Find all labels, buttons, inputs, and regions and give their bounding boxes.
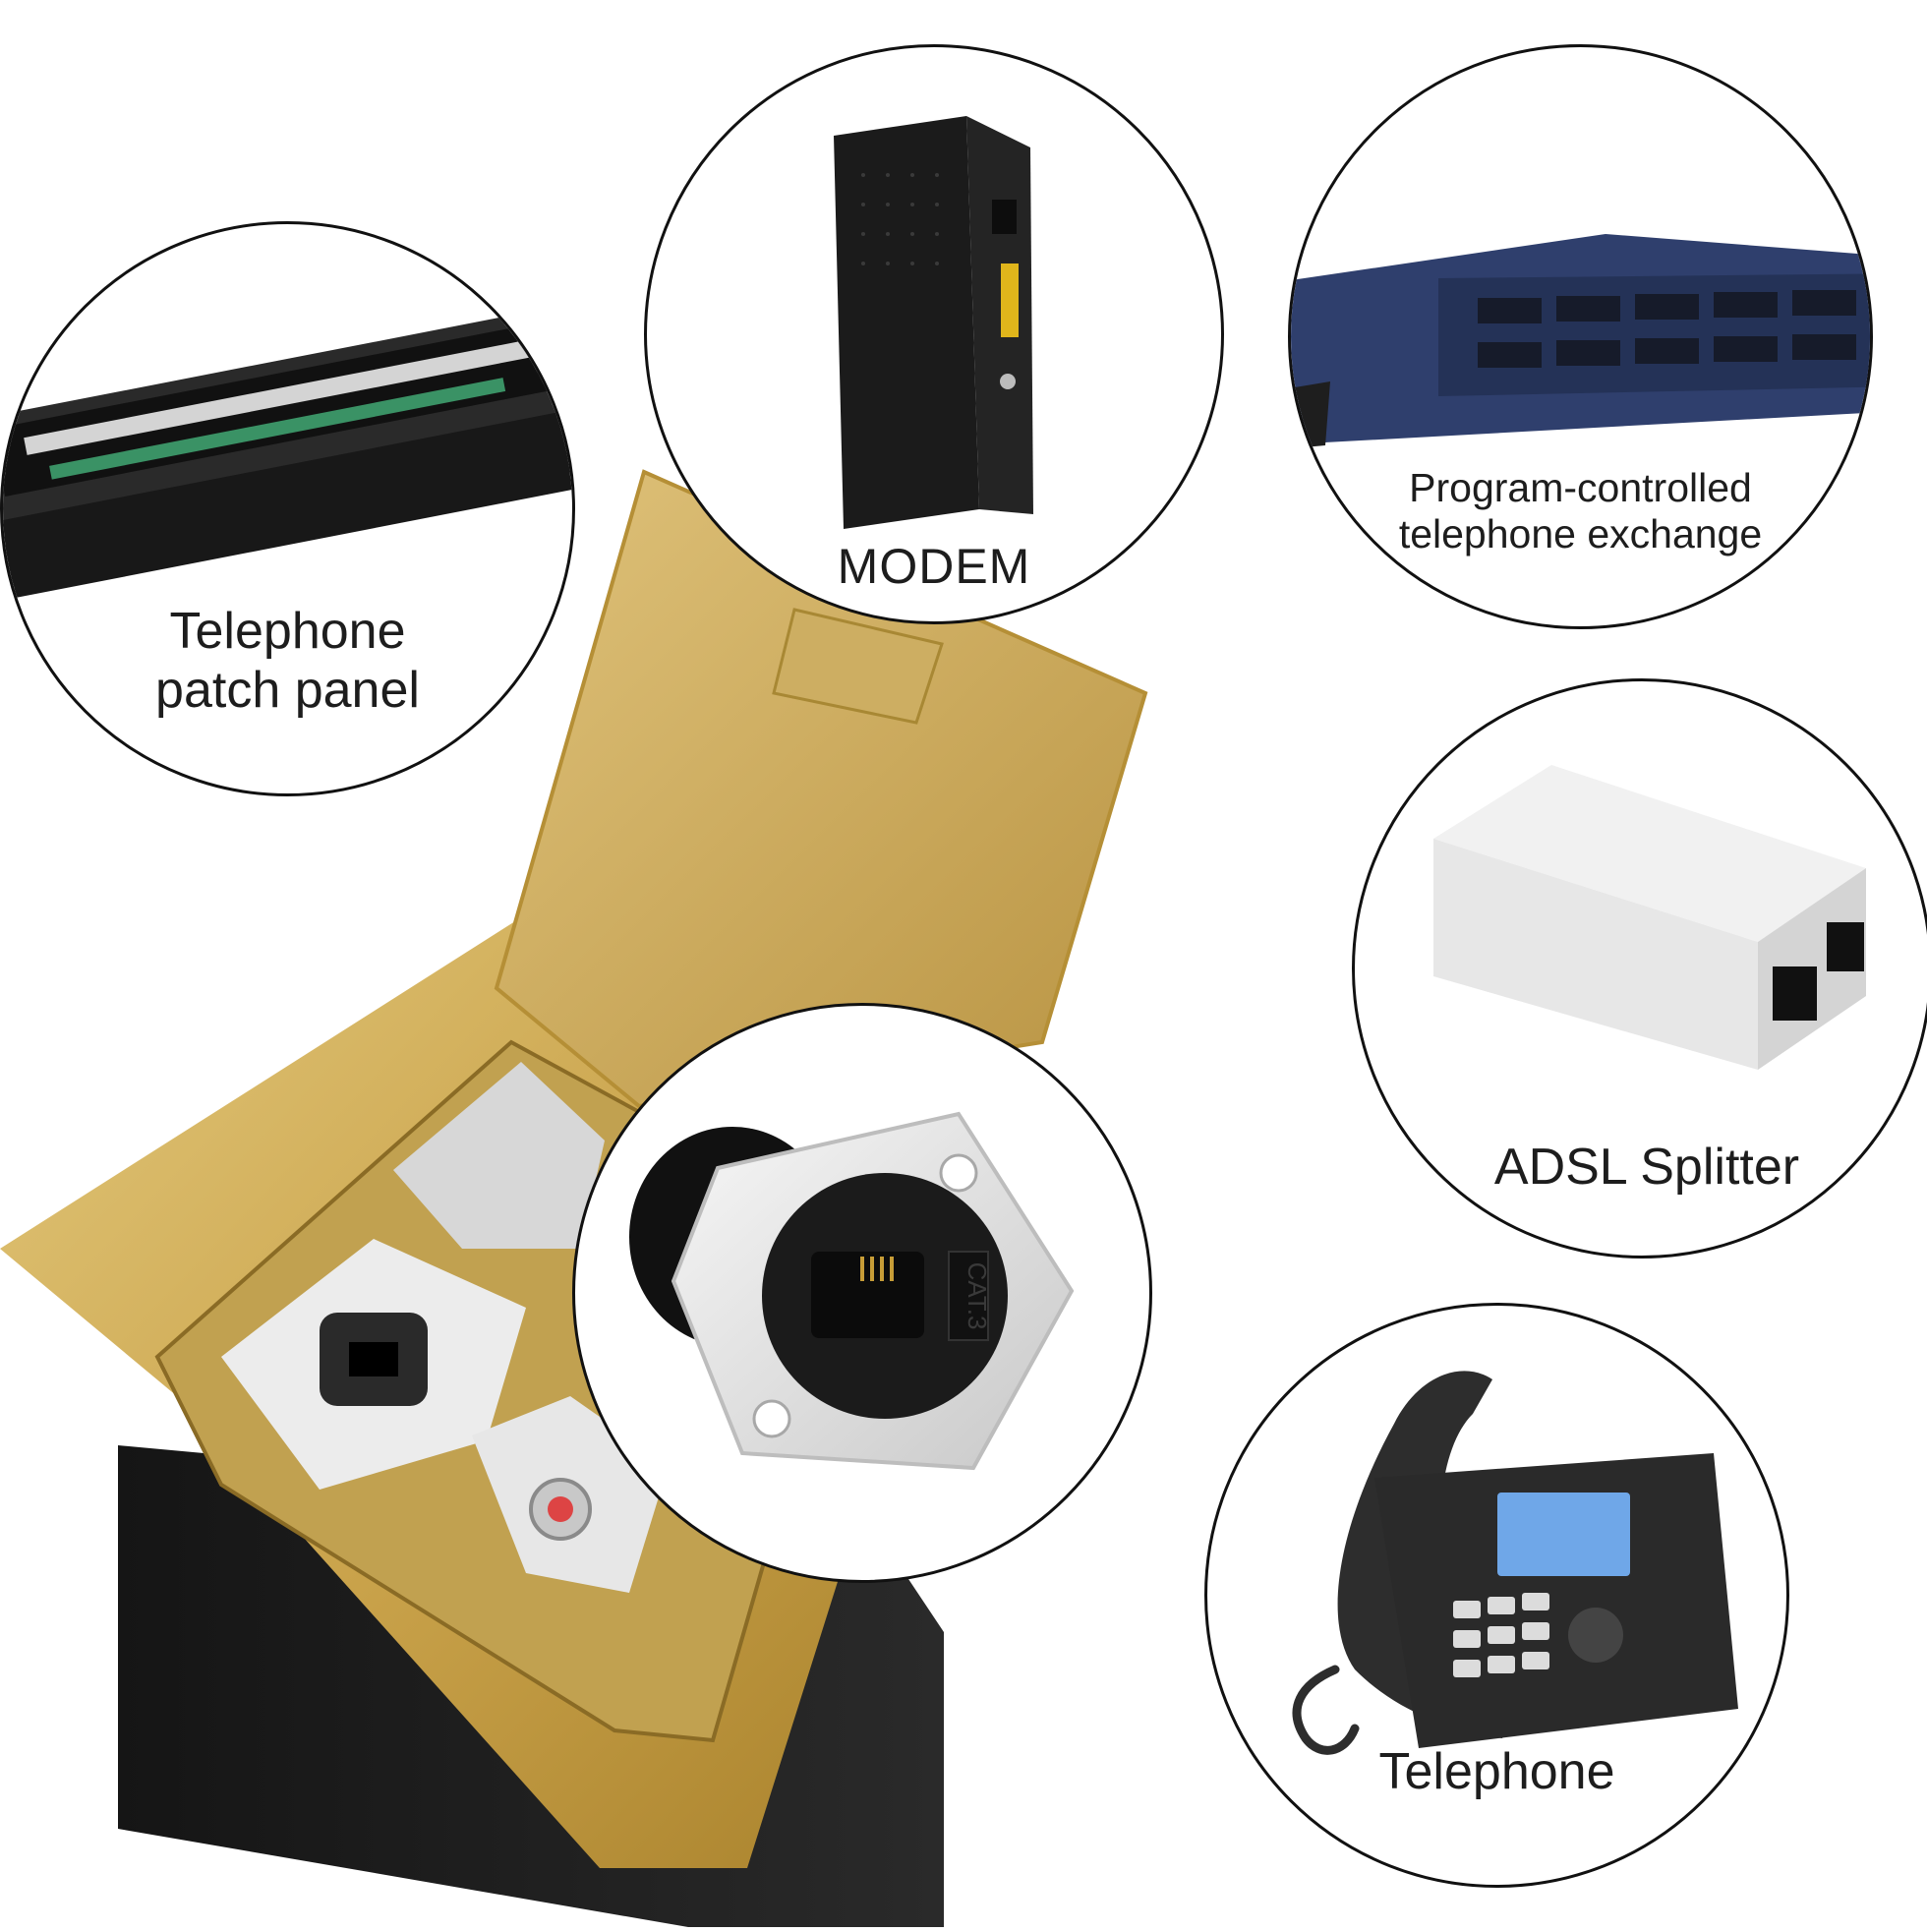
adsl-splitter-label: ADSL Splitter	[1493, 1139, 1800, 1196]
modem-illustration	[834, 116, 1033, 529]
splitter-top	[1433, 765, 1866, 942]
connector-pins	[860, 1257, 894, 1281]
phone-keypad	[1453, 1593, 1549, 1677]
exchange-label-line-1: Program-controlled	[1409, 465, 1752, 510]
patch-port-row-1	[24, 340, 530, 455]
modem-label: MODEM	[837, 539, 1031, 594]
bubble-cat3-connector: CAT.3	[572, 1003, 1152, 1583]
telephone-label: Telephone	[1378, 1743, 1615, 1800]
exchange-label-line-2: telephone exchange	[1398, 511, 1763, 557]
modem-coax-port	[1000, 374, 1016, 389]
connector-hole-bottom	[752, 1399, 791, 1438]
patch-panel-label-line-1: Telephone	[169, 603, 406, 660]
connector-cat-label: CAT.3	[963, 1262, 992, 1330]
telephone-illustration	[1292, 1371, 1738, 1755]
rca-jack-red-center	[548, 1496, 573, 1522]
bubble-adsl-splitter: ADSL Splitter	[1352, 678, 1927, 1259]
patch-panel-illustration	[3, 303, 572, 599]
patch-panel-label-line-2: patch panel	[155, 661, 420, 719]
connector-hole-top	[939, 1153, 978, 1193]
patch-panel-ports-bottom	[3, 405, 572, 599]
bubble-telephone-patch-panel: Telephone patch panel	[0, 221, 575, 796]
exchange-illustration	[1291, 234, 1870, 449]
exchange-label: Program-controlled telephone exchange	[1291, 465, 1870, 557]
bubble-telephone: Telephone	[1204, 1303, 1789, 1888]
patch-port-row-2	[49, 378, 506, 480]
splitter-port-2	[1827, 922, 1864, 971]
phone-nav-pad	[1568, 1608, 1623, 1663]
lid-tab	[772, 608, 944, 725]
bubble-telephone-exchange: Program-controlled telephone exchange	[1288, 44, 1873, 629]
connector-cat-label-bg	[948, 1251, 989, 1341]
modem-vent-holes	[861, 173, 939, 265]
connector-rj-opening	[811, 1252, 924, 1338]
bubble-modem: MODEM	[644, 44, 1224, 624]
connector-illustration: CAT.3	[629, 1111, 1075, 1471]
patch-panel-label: Telephone patch panel	[3, 603, 572, 721]
modem-ports-yellow	[1001, 263, 1019, 337]
splitter-port-1	[1773, 966, 1817, 1021]
modem-body-front	[834, 116, 979, 529]
phone-screen	[1497, 1493, 1630, 1576]
module-plate-top	[393, 1062, 605, 1249]
splitter-front	[1433, 839, 1758, 1070]
adsl-splitter-illustration	[1433, 765, 1866, 1070]
module-rj-opening	[349, 1342, 398, 1376]
switch-ports	[1478, 290, 1856, 368]
modem-ports-top	[992, 200, 1017, 234]
phone-cord	[1292, 1665, 1360, 1755]
